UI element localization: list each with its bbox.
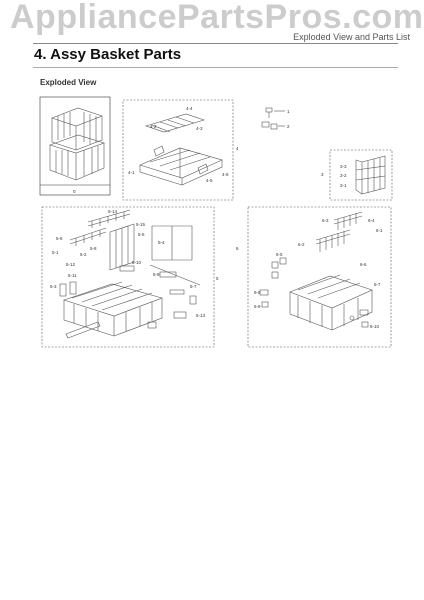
label-5-6: 5-6 bbox=[56, 236, 63, 241]
label-4-4: 4-4 bbox=[186, 106, 193, 111]
label-3-3: 3-3 bbox=[340, 164, 347, 169]
box-upper-rack bbox=[122, 99, 234, 201]
part-labels: 0 1 2 3 3-3 3-2 3-1 4 4-4 4-2 4-3 4-1 4-… bbox=[50, 106, 383, 329]
label-6-10: 6-10 bbox=[370, 324, 380, 329]
cutlery-basket-illustration bbox=[355, 155, 386, 195]
label-6-8: 6-8 bbox=[254, 290, 261, 295]
label-4-2: 4-2 bbox=[150, 124, 157, 129]
label-4-1: 4-1 bbox=[128, 170, 135, 175]
label-5-15: 5-15 bbox=[136, 222, 146, 227]
label-5-14: 5-14 bbox=[108, 209, 118, 214]
title-rule bbox=[33, 67, 398, 68]
label-5-13: 5-13 bbox=[196, 313, 206, 318]
label-box0: 0 bbox=[73, 189, 76, 194]
label-6-3: 6-3 bbox=[322, 218, 329, 223]
label-3-1: 3-1 bbox=[340, 183, 347, 188]
box-assembled bbox=[39, 96, 111, 196]
label-2: 2 bbox=[287, 124, 290, 129]
label-6: 6 bbox=[236, 246, 239, 251]
label-5-9: 5-9 bbox=[153, 272, 160, 277]
label-5-5: 5-5 bbox=[138, 232, 145, 237]
lower-rack-illustration bbox=[259, 211, 373, 331]
upper-rack-illustration bbox=[139, 113, 223, 186]
label-4-6: 4-6 bbox=[222, 172, 229, 177]
label-5-3: 5-3 bbox=[50, 284, 57, 289]
box-middle-rack bbox=[41, 206, 215, 348]
label-1: 1 bbox=[287, 109, 290, 114]
header-right: Exploded View and Parts List bbox=[293, 32, 410, 42]
label-4: 4 bbox=[236, 146, 239, 151]
label-4-3: 4-3 bbox=[196, 126, 203, 131]
label-6-9: 6-9 bbox=[254, 304, 261, 309]
label-5-4: 5-4 bbox=[158, 240, 165, 245]
part-1-illustration bbox=[265, 107, 285, 118]
label-6-7: 6-7 bbox=[374, 282, 381, 287]
label-6-2: 6-2 bbox=[298, 242, 305, 247]
watermark: AppliancePartsPros.com bbox=[10, 0, 424, 36]
middle-rack-illustration bbox=[59, 209, 201, 339]
label-5-12: 5-12 bbox=[66, 262, 76, 267]
label-6-5: 6-5 bbox=[276, 252, 283, 257]
label-5-1: 5-1 bbox=[52, 250, 59, 255]
part-2-illustration bbox=[261, 121, 285, 130]
label-3-2: 3-2 bbox=[340, 173, 347, 178]
page-title: 4. Assy Basket Parts bbox=[34, 46, 182, 63]
label-6-6: 6-6 bbox=[360, 262, 367, 267]
label-4-5: 4-5 bbox=[206, 178, 213, 183]
label-5-7: 5-7 bbox=[190, 284, 197, 289]
box-lower-rack bbox=[247, 206, 392, 348]
subtitle: Exploded View bbox=[40, 78, 97, 87]
label-6-1: 6-1 bbox=[376, 228, 383, 233]
label-5: 5 bbox=[216, 276, 219, 281]
label-6-4: 6-4 bbox=[368, 218, 375, 223]
label-5-11: 5-11 bbox=[68, 273, 77, 278]
assembled-basket-illustration bbox=[49, 107, 105, 181]
label-3: 3 bbox=[321, 172, 324, 177]
label-5-8: 5-8 bbox=[90, 246, 97, 251]
label-5-10: 5-10 bbox=[132, 260, 142, 265]
label-5-2: 5-2 bbox=[80, 252, 87, 257]
header-rule bbox=[33, 43, 398, 44]
